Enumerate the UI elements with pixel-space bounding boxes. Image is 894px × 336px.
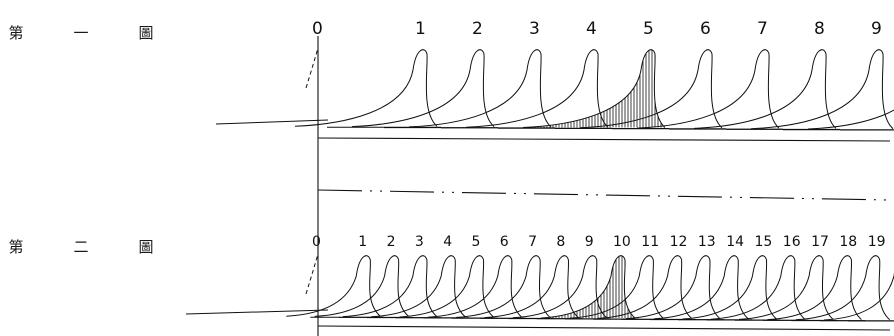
figure1-number-0: 0	[312, 19, 323, 39]
figure2-profile-15	[682, 255, 777, 320]
figure2-number-15: 15	[755, 234, 773, 250]
figure1-number-2: 2	[472, 19, 483, 39]
figure2-profile-4	[371, 255, 466, 318]
figure-2-baseline	[317, 325, 891, 331]
figure-1-label-char-2: 一	[73, 24, 89, 42]
figure1-profile-7	[636, 49, 780, 129]
figure2-profile-5	[399, 255, 494, 318]
figure2-number-9: 9	[585, 234, 594, 250]
figure2-profile-3	[342, 255, 438, 318]
figure1-number-3: 3	[529, 19, 540, 39]
figure2-number-13: 13	[698, 234, 716, 250]
figure1-highlighted-profile	[522, 49, 666, 128]
figure2-number-5: 5	[472, 234, 481, 250]
figure1-profile-3	[408, 49, 552, 128]
figure1-profile-8	[693, 49, 837, 129]
figure2-profile-6	[427, 255, 523, 318]
figure-2-label: 第 二 圖	[6, 236, 156, 257]
dash-dot-centerline	[317, 189, 891, 201]
figure2-number-18: 18	[839, 234, 857, 250]
figure2-number-8: 8	[556, 234, 565, 250]
figure2-number-2: 2	[387, 234, 396, 250]
figure2-number-19: 19	[868, 234, 886, 250]
figure2-profile-2	[314, 255, 409, 317]
figure2-highlighted-profile	[540, 255, 636, 319]
figure2-number-0: 0	[312, 234, 321, 250]
figure2-number-1: 1	[358, 234, 367, 250]
figure-1-label-char-3: 圖	[138, 24, 154, 42]
figure2-number-17: 17	[811, 234, 829, 250]
figure1-profile-10	[807, 109, 894, 130]
figure1-number-6: 6	[700, 19, 711, 39]
figure2-number-10: 10	[613, 234, 631, 250]
figure-1-label-char-1: 第	[8, 24, 24, 42]
figure2-profile-0	[305, 253, 319, 295]
figure1-profile-0	[305, 47, 319, 89]
figure1-number-1: 1	[415, 19, 426, 39]
figure1-number-5: 5	[643, 19, 654, 39]
figure2-profile-11	[569, 255, 664, 319]
figure2-profile-16	[710, 255, 806, 320]
figure1-number-8: 8	[814, 19, 825, 39]
figure2-profile-7	[456, 255, 551, 318]
figure-2-label-char-3: 圖	[138, 238, 154, 256]
figure1-profile-1	[294, 49, 438, 127]
figure1-number-7: 7	[757, 19, 768, 39]
figure1-profile-9	[750, 49, 894, 130]
figure-2-label-char-2: 二	[73, 238, 89, 256]
figure2-tail-line	[185, 309, 329, 315]
figure-1-baseline	[317, 137, 891, 142]
figure2-number-11: 11	[641, 234, 659, 250]
figure2-profile-12	[597, 255, 692, 319]
figure2-profile-20	[823, 273, 894, 321]
figure1-number-9: 9	[871, 19, 882, 39]
figure2-number-7: 7	[528, 234, 537, 250]
figure2-profile-19	[795, 255, 891, 321]
figure1-number-4: 4	[586, 19, 597, 39]
figure2-profile-18	[767, 255, 862, 321]
figure1-tail-line	[215, 119, 329, 125]
figure2-number-16: 16	[783, 234, 801, 250]
figure1-profile-6	[579, 49, 723, 129]
figure1-profile-2	[351, 49, 495, 128]
figure1-profile-4	[465, 49, 609, 128]
figure-2-label-char-1: 第	[8, 238, 24, 256]
figure2-number-6: 6	[500, 234, 509, 250]
figure2-number-4: 4	[443, 234, 452, 250]
figure-1-label: 第 一 圖	[6, 22, 156, 43]
figure2-profile-13	[625, 255, 721, 320]
figure2-profile-8	[484, 255, 579, 319]
figure2-number-12: 12	[670, 234, 688, 250]
figure2-number-3: 3	[415, 234, 424, 250]
figure2-profile-1	[286, 255, 381, 317]
figure2-profile-14	[654, 255, 749, 320]
figure2-profile-9	[512, 255, 608, 319]
figure2-profile-17	[739, 255, 834, 320]
figure2-number-14: 14	[726, 234, 744, 250]
